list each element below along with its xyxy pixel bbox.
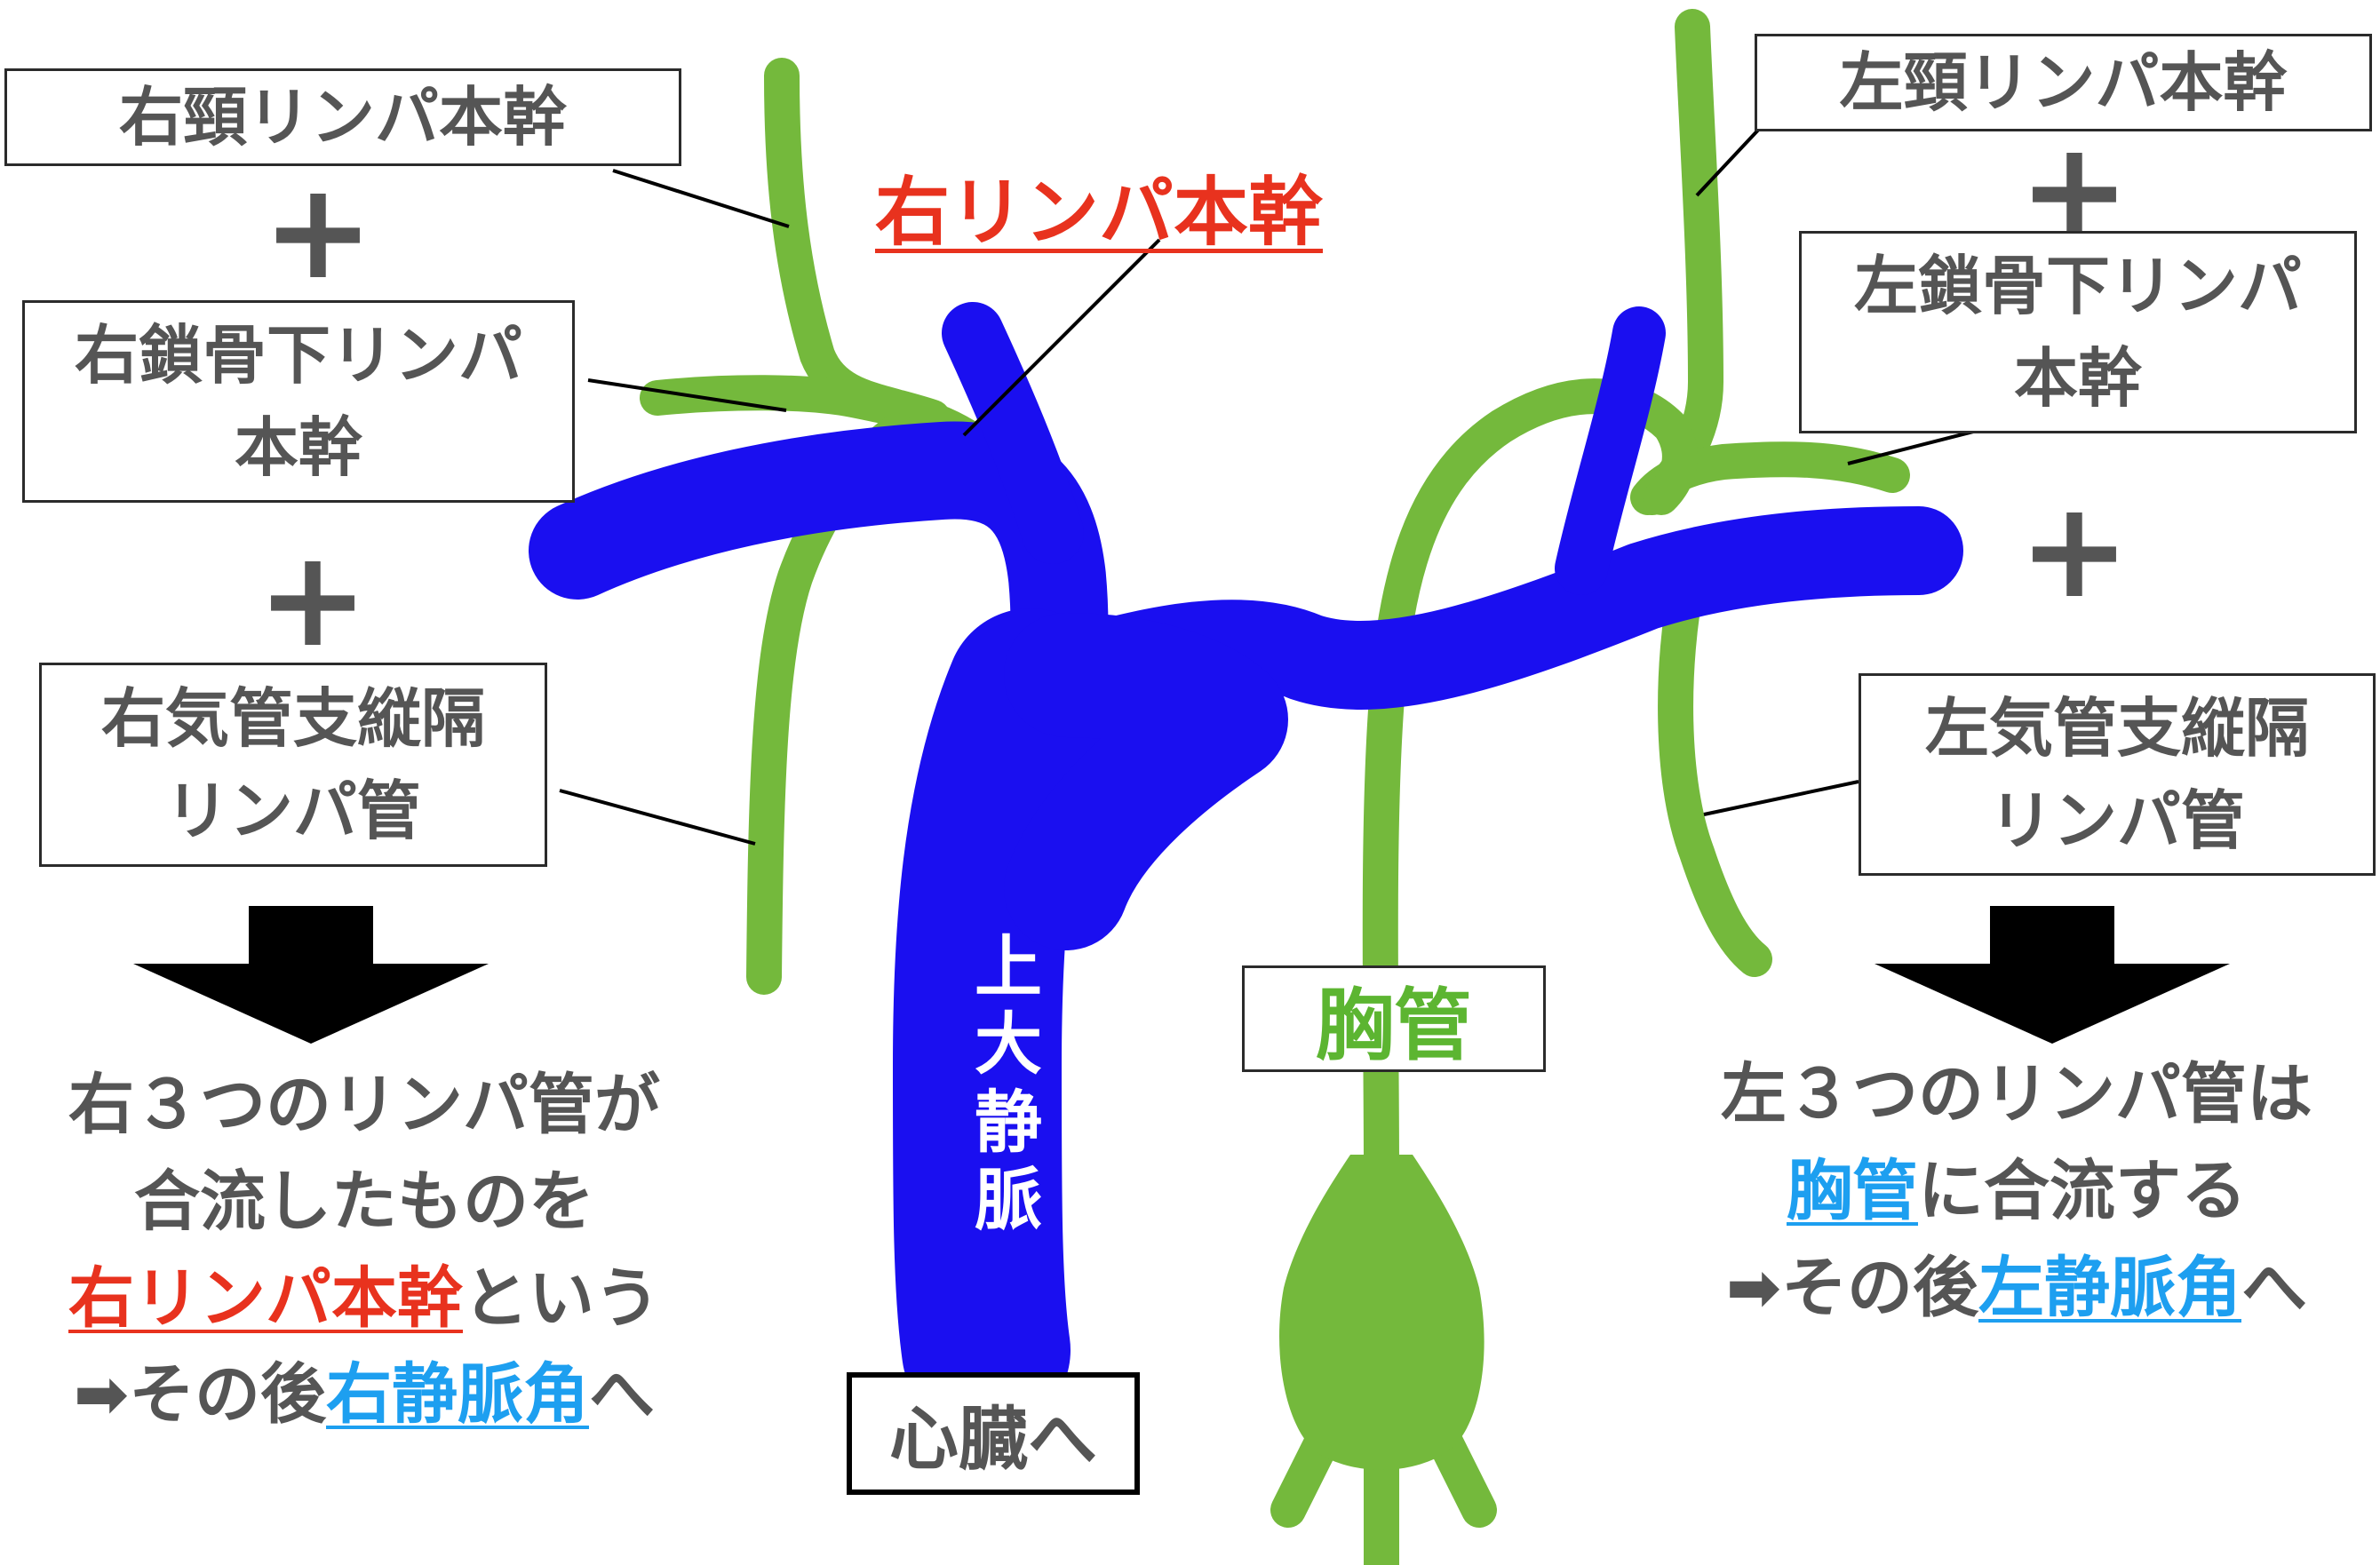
left-bronchomediastinal-label-line1: 左気管支縦隔: [1924, 690, 2309, 766]
right-summary-line4: ➡その後右静脈角へ: [9, 1347, 720, 1443]
left-bronchomediastinal-label-line2: リンパ管: [1988, 783, 2245, 858]
leader-right-subclavian: [587, 378, 787, 412]
right-summary-line3: 右リンパ本幹という: [9, 1251, 720, 1347]
down-arrow-right-icon: [133, 906, 489, 1044]
down-arrow-left-icon: [1875, 906, 2230, 1044]
right-summary-line3-rest: という: [463, 1259, 660, 1337]
left-summary-line1: 左３つのリンパ管は: [1721, 1056, 2312, 1132]
superior-vena-cava: [893, 608, 1115, 1434]
right-summary-line4-suffix: へ: [589, 1356, 655, 1434]
right-summary-line1: 右３つのリンパ管が: [68, 1067, 660, 1143]
left-bronchomediastinal-label-box: 左気管支縦隔 リンパ管: [1859, 673, 2376, 876]
left-internal-jugular-vein: [1555, 306, 1666, 595]
right-venous-angle-link[interactable]: 右静脈角: [326, 1356, 589, 1434]
cisterna-leg-right: [1426, 1421, 1497, 1528]
left-venous-angle-link[interactable]: 左静脈角: [1978, 1249, 2241, 1326]
right-lymphatic-duct-title: 右リンパ本幹: [875, 169, 1324, 256]
left-subclavian-label-box: 左鎖骨下リンパ 本幹: [1799, 231, 2357, 433]
left-jugular-label: 左頸リンパ本幹: [1839, 44, 2288, 120]
right-bronchomediastinal-label-line2: リンパ管: [164, 774, 421, 848]
right-subclavian-label-line1: 右鎖骨下リンパ: [74, 317, 522, 393]
right-summary: 右３つのリンパ管が 合流したものを 右リンパ本幹という ➡その後右静脈角へ: [9, 1057, 720, 1443]
leader-left-jugular: [1695, 123, 1765, 197]
leader-left-subclavian: [1847, 429, 1978, 465]
right-summary-red-term: 右リンパ本幹: [68, 1259, 463, 1337]
cisterna-chyli: [1279, 1155, 1485, 1470]
leader-right-lymphatic-duct: [962, 238, 1161, 437]
right-summary-line2: 合流したものを: [134, 1163, 594, 1240]
leader-right-bronchomediastinal: [559, 789, 756, 846]
left-subclavian-label-line2: 本幹: [2013, 341, 2142, 416]
left-jugular-label-box: 左頸リンパ本幹: [1755, 34, 2372, 131]
svc-shoulder: [1004, 613, 1288, 950]
right-summary-line4-prefix: ➡その後: [73, 1356, 326, 1434]
svc-char-1: 上: [975, 927, 1042, 1006]
thoracic-duct: [1362, 378, 1698, 1190]
right-jugular-label: 右頸リンパ本幹: [118, 79, 567, 155]
thoracic-duct-label: 胸管: [1242, 965, 1546, 1072]
svc-char-2: 大: [975, 1005, 1042, 1084]
svc-char-4: 脈: [975, 1160, 1042, 1240]
left-summary-line3-prefix: ➡その後: [1725, 1249, 1978, 1326]
right-subclavian-label-line2: 本幹: [234, 410, 362, 485]
right-bronchomediastinal-label-box: 右気管支縦隔 リンパ管: [39, 663, 547, 867]
plus-sign-left-2: +: [2018, 473, 2130, 628]
leader-right-jugular: [612, 169, 790, 228]
right-bronchomediastinal-label-line1: 右気管支縦隔: [100, 680, 485, 756]
right-jugular-label-box: 右頸リンパ本幹: [4, 68, 681, 166]
left-summary-line2: 胸管に合流する: [1661, 1143, 2372, 1240]
to-heart-label: 心臓へ: [847, 1372, 1140, 1495]
thoracic-duct-link[interactable]: 胸管: [1787, 1152, 1918, 1229]
plus-sign-right-2: +: [257, 522, 369, 677]
left-subclavian-label-line1: 左鎖骨下リンパ: [1853, 248, 2302, 323]
right-subclavian-label-box: 右鎖骨下リンパ 本幹: [22, 300, 575, 503]
left-summary-line3-suffix: へ: [2241, 1249, 2307, 1326]
plus-sign-right-1: +: [262, 155, 374, 309]
right-internal-jugular-vein: [942, 302, 1084, 564]
left-summary-line2-rest: に合流する: [1918, 1152, 2247, 1229]
left-summary-line3: ➡その後左静脈角へ: [1661, 1240, 2372, 1337]
svc-label: 上 大 静 脈: [964, 928, 1053, 1239]
leader-left-bronchomediastinal: [1703, 780, 1859, 816]
svc-char-3: 静: [975, 1082, 1042, 1162]
left-bronchomediastinal-trunk: [1658, 560, 1772, 977]
left-summary: 左３つのリンパ管は 胸管に合流する ➡その後左静脈角へ: [1661, 1046, 2372, 1336]
